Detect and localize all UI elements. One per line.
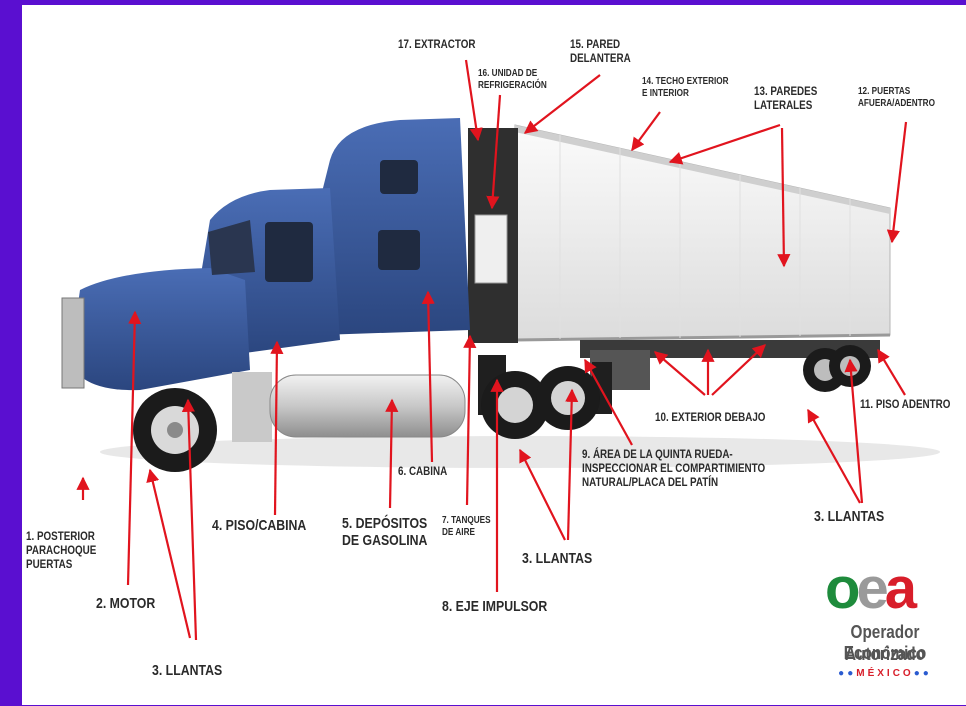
grille bbox=[61, 297, 85, 389]
windshield bbox=[208, 220, 255, 275]
label-4-piso-cabina: 4. PISO/CABINA bbox=[212, 517, 307, 534]
arrow-3a-2 bbox=[181, 398, 198, 641]
sleeper-window-bottom bbox=[378, 230, 420, 270]
arrow-3a-1 bbox=[146, 468, 192, 639]
arrow-3b-1 bbox=[519, 448, 566, 541]
chrome-step bbox=[232, 372, 272, 442]
oea-logo: oea Operador Económico Autorizado ●●MÉXI… bbox=[800, 560, 966, 695]
arrow-9 bbox=[584, 358, 633, 446]
arrow-4 bbox=[270, 340, 284, 516]
oea-country: ●●MÉXICO●● bbox=[838, 668, 932, 679]
oea-mark: oea bbox=[825, 556, 917, 621]
oea-line-2: Autorizado bbox=[845, 644, 925, 664]
hood bbox=[70, 268, 250, 391]
trailer-bottom-rail bbox=[514, 333, 891, 342]
arrow-6 bbox=[421, 290, 435, 463]
fuel-tank bbox=[269, 374, 466, 438]
arrow-3b-2 bbox=[565, 388, 579, 541]
label-3-llantas-rear: 3. LLANTAS bbox=[814, 508, 885, 525]
sleeper bbox=[320, 118, 470, 335]
arrow-13-1 bbox=[668, 123, 781, 165]
label-8-eje: 8. EJE IMPULSOR bbox=[442, 598, 548, 615]
label-7-tanques: 7. TANQUES DE AIRE bbox=[442, 515, 491, 538]
label-6-cabina: 6. CABINA bbox=[398, 464, 448, 478]
arrow-10-3 bbox=[711, 344, 766, 396]
label-9-quinta-rueda: 9. ÁREA DE LA QUINTA RUEDA- INSPECCIONAR… bbox=[582, 447, 766, 489]
arrow-3c-1 bbox=[807, 408, 861, 504]
arrow-16 bbox=[486, 94, 502, 210]
sleeper-window-top bbox=[380, 160, 418, 194]
label-16-refrigeracion: 16. UNIDAD DE REFRIGERACIÓN bbox=[478, 68, 547, 91]
arrow-12 bbox=[886, 121, 908, 244]
arrow-11 bbox=[877, 348, 906, 396]
arrow-17 bbox=[464, 59, 483, 142]
label-5-depositos: 5. DEPÓSITOS DE GASOLINA bbox=[342, 515, 428, 550]
wheels bbox=[133, 345, 871, 472]
label-2-motor: 2. MOTOR bbox=[96, 595, 156, 612]
trailer-box bbox=[514, 124, 891, 341]
arrow-14 bbox=[631, 111, 661, 152]
label-3-llantas-front: 3. LLANTAS bbox=[152, 662, 223, 679]
trailer-ribs bbox=[559, 135, 851, 339]
arrow-3c-2 bbox=[844, 358, 864, 504]
side-window bbox=[265, 222, 313, 282]
arrow-15 bbox=[523, 74, 601, 134]
label-13-paredes: 13. PAREDES LATERALES bbox=[754, 84, 818, 112]
arrow-10-1 bbox=[653, 351, 706, 396]
label-1-posterior: 1. POSTERIOR PARACHOQUE PUERTAS bbox=[26, 529, 97, 571]
label-10-exterior: 10. EXTERIOR DEBAJO bbox=[655, 410, 766, 424]
label-14-techo: 14. TECHO EXTERIOR E INTERIOR bbox=[642, 76, 729, 99]
label-17-extractor: 17. EXTRACTOR bbox=[398, 37, 476, 51]
label-3-llantas-middle: 3. LLANTAS bbox=[522, 550, 593, 567]
arrow-5 bbox=[385, 398, 399, 509]
arrow-13-2 bbox=[777, 127, 791, 268]
label-12-puertas: 12. PUERTAS AFUERA/ADENTRO bbox=[858, 86, 935, 109]
arrow-2 bbox=[126, 310, 142, 586]
label-15-pared: 15. PARED DELANTERA bbox=[570, 37, 631, 65]
reefer-panel bbox=[474, 214, 508, 284]
arrow-7 bbox=[463, 334, 477, 506]
trailer-roof bbox=[515, 125, 890, 214]
callout-arrows bbox=[76, 59, 908, 641]
oea-line-1: Operador Económico bbox=[843, 622, 927, 663]
label-11-piso: 11. PISO ADENTRO bbox=[860, 397, 951, 411]
